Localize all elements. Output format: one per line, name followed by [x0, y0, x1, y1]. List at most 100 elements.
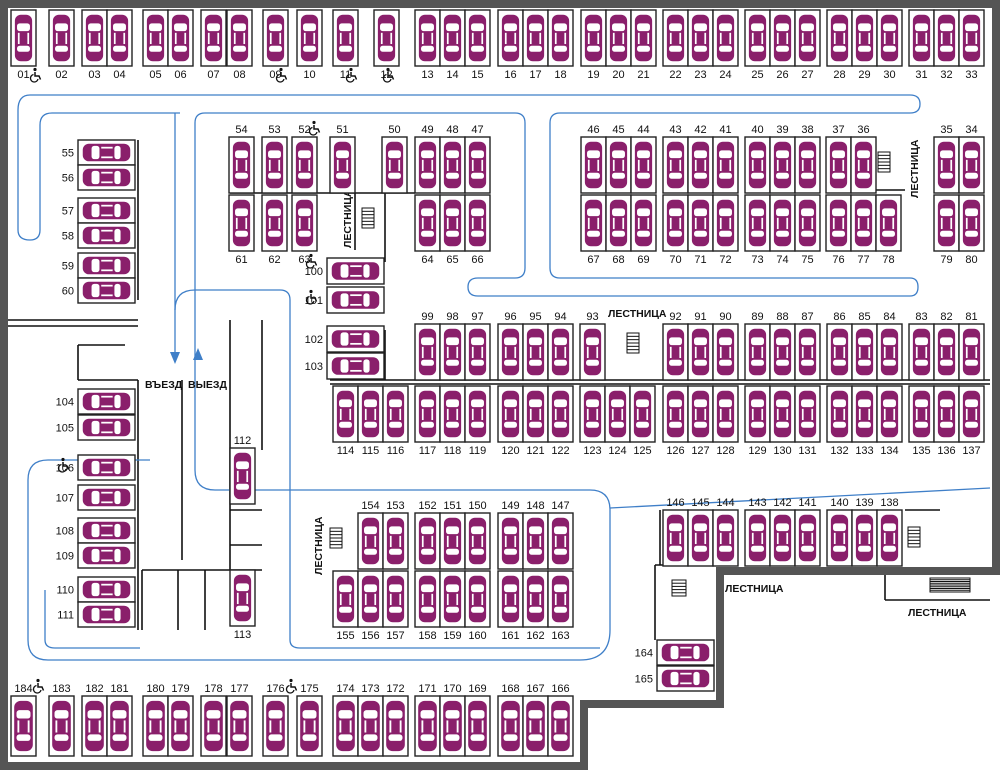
parking-spot[interactable]: 74	[769, 194, 796, 266]
parking-spot[interactable]: 18	[547, 9, 574, 81]
parking-spot[interactable]: 05	[142, 9, 169, 81]
parking-spot[interactable]: 94	[547, 311, 574, 381]
parking-spot[interactable]: 68	[605, 194, 632, 266]
parking-spot[interactable]: 170	[439, 683, 466, 757]
parking-spot[interactable]: 178	[200, 683, 227, 757]
parking-spot[interactable]: 123	[579, 385, 606, 457]
parking-spot[interactable]: 96	[497, 311, 524, 381]
parking-spot[interactable]: 58	[62, 222, 136, 249]
parking-spot[interactable]: 45	[605, 124, 632, 194]
parking-spot[interactable]: 107	[56, 484, 136, 511]
parking-spot[interactable]: 161	[497, 570, 524, 642]
parking-spot[interactable]: 114	[332, 385, 359, 457]
parking-spot[interactable]: 118	[439, 385, 466, 457]
parking-spot[interactable]: 43	[662, 124, 689, 194]
parking-spot[interactable]: 20	[605, 9, 632, 81]
parking-spot[interactable]: 53	[261, 124, 288, 194]
parking-spot[interactable]: 108	[56, 517, 136, 544]
parking-spot[interactable]: 139	[851, 497, 878, 567]
parking-spot[interactable]: 11	[332, 9, 359, 81]
parking-spot[interactable]: 130	[769, 385, 796, 457]
parking-spot[interactable]: 153	[382, 500, 409, 570]
parking-spot[interactable]: 91	[687, 311, 714, 381]
parking-spot[interactable]: 180	[142, 683, 169, 757]
parking-spot[interactable]: 42	[687, 124, 714, 194]
parking-spot[interactable]: 86	[826, 311, 853, 381]
parking-spot[interactable]: 49	[414, 124, 441, 194]
parking-spot[interactable]: 03	[81, 9, 108, 81]
parking-spot[interactable]: 99	[414, 311, 441, 381]
parking-spot[interactable]: 88	[769, 311, 796, 381]
parking-spot[interactable]: 169	[464, 683, 491, 757]
parking-spot[interactable]: 75	[794, 194, 821, 266]
parking-spot[interactable]: 48	[439, 124, 466, 194]
parking-spot[interactable]: 31	[908, 9, 935, 81]
parking-spot[interactable]: 46	[580, 124, 607, 194]
parking-spot[interactable]: 138	[876, 497, 903, 567]
parking-spot[interactable]: 132	[826, 385, 853, 457]
parking-spot[interactable]: 144	[712, 497, 739, 567]
parking-spot[interactable]: 57	[62, 197, 136, 224]
parking-spot[interactable]: 104	[56, 388, 136, 415]
parking-spot[interactable]: 167	[522, 683, 549, 757]
parking-spot[interactable]: 15	[464, 9, 491, 81]
parking-spot[interactable]: 166	[547, 683, 574, 757]
parking-spot[interactable]: 150	[464, 500, 491, 570]
parking-spot[interactable]: 135	[908, 385, 935, 457]
parking-spot[interactable]: 128	[712, 385, 739, 457]
parking-spot[interactable]: 120	[497, 385, 524, 457]
parking-spot[interactable]: 159	[439, 570, 466, 642]
parking-spot[interactable]: 59	[62, 252, 136, 279]
parking-spot[interactable]: 126	[662, 385, 689, 457]
parking-spot[interactable]: 171	[414, 683, 441, 757]
parking-spot[interactable]: 162	[522, 570, 549, 642]
parking-spot[interactable]: 87	[794, 311, 821, 381]
parking-spot[interactable]: 82	[933, 311, 960, 381]
parking-spot[interactable]: 54	[228, 124, 255, 194]
parking-spot[interactable]: 84	[876, 311, 903, 381]
parking-spot[interactable]: 65	[439, 194, 466, 266]
parking-spot[interactable]: 105	[56, 414, 136, 441]
parking-spot[interactable]: 156	[357, 570, 384, 642]
parking-spot[interactable]: 184	[10, 683, 37, 757]
parking-spot[interactable]: 147	[547, 500, 574, 570]
parking-spot[interactable]: 33	[958, 9, 985, 81]
parking-spot[interactable]: 142	[769, 497, 796, 567]
parking-spot[interactable]: 32	[933, 9, 960, 81]
parking-spot[interactable]: 122	[547, 385, 574, 457]
parking-spot[interactable]: 70	[662, 194, 689, 266]
parking-spot[interactable]: 56	[62, 164, 136, 191]
parking-spot[interactable]: 16	[497, 9, 524, 81]
parking-spot[interactable]: 158	[414, 570, 441, 642]
parking-spot[interactable]: 165	[635, 665, 715, 692]
parking-spot[interactable]: 113	[229, 569, 256, 641]
parking-spot[interactable]: 61	[228, 194, 255, 266]
parking-spot[interactable]: 55	[62, 139, 136, 166]
parking-spot[interactable]: 83	[908, 311, 935, 381]
parking-spot[interactable]: 19	[580, 9, 607, 81]
parking-spot[interactable]: 95	[522, 311, 549, 381]
parking-spot[interactable]: 98	[439, 311, 466, 381]
parking-spot[interactable]: 13	[414, 9, 441, 81]
parking-spot[interactable]: 109	[56, 542, 136, 569]
parking-spot[interactable]: 103	[305, 352, 385, 380]
parking-spot[interactable]: 172	[382, 683, 409, 757]
parking-spot[interactable]: 71	[687, 194, 714, 266]
parking-spot[interactable]: 152	[414, 500, 441, 570]
parking-spot[interactable]: 66	[464, 194, 491, 266]
parking-spot[interactable]: 173	[357, 683, 384, 757]
parking-spot[interactable]: 80	[958, 194, 985, 266]
parking-spot[interactable]: 50	[381, 124, 408, 194]
parking-spot[interactable]: 146	[662, 497, 689, 567]
parking-spot[interactable]: 25	[744, 9, 771, 81]
parking-spot[interactable]: 26	[769, 9, 796, 81]
parking-spot[interactable]: 30	[876, 9, 903, 81]
parking-spot[interactable]: 39	[769, 124, 796, 194]
parking-spot[interactable]: 04	[106, 9, 133, 81]
parking-spot[interactable]: 36	[850, 124, 877, 194]
parking-spot[interactable]: 10	[296, 9, 323, 81]
parking-spot[interactable]: 37	[825, 124, 852, 194]
parking-spot[interactable]: 163	[547, 570, 574, 642]
parking-spot[interactable]: 181	[106, 683, 133, 757]
parking-spot[interactable]: 14	[439, 9, 466, 81]
